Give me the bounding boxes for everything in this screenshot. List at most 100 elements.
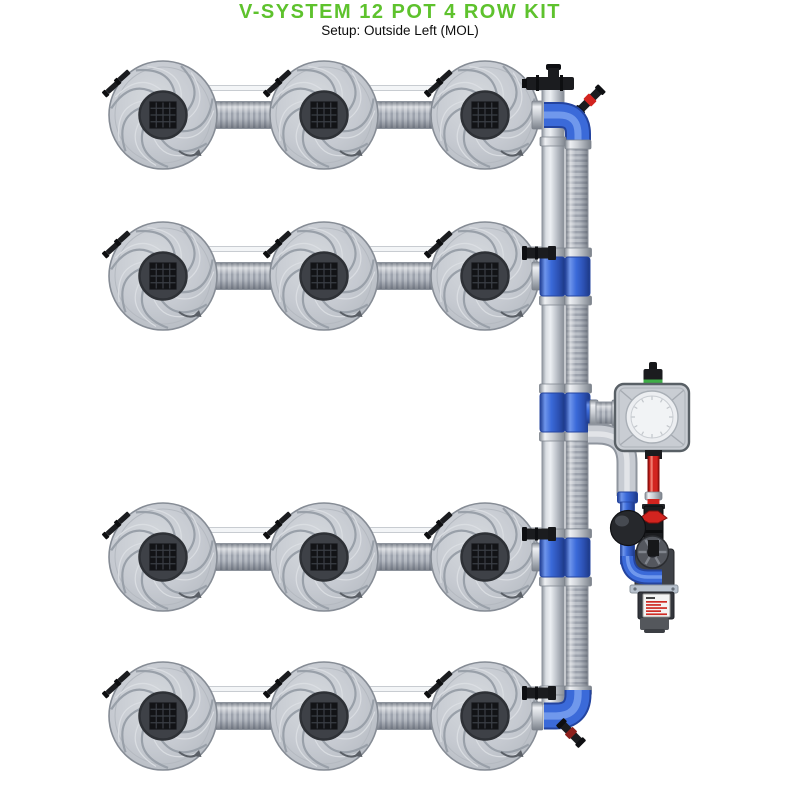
net-pot xyxy=(149,543,177,571)
junction-tee xyxy=(539,392,566,433)
ball-valve xyxy=(609,509,647,547)
net-pot xyxy=(149,262,177,290)
pipe-coupler xyxy=(539,295,567,306)
pot-drip-fitting-icon xyxy=(423,523,441,540)
drip-fitting-icon xyxy=(522,686,556,700)
diagram-header: V-SYSTEM 12 POT 4 ROW KIT Setup: Outside… xyxy=(0,2,800,39)
pot xyxy=(423,661,540,771)
tank-outlet xyxy=(645,450,662,459)
tank-cap xyxy=(643,369,663,382)
pot xyxy=(423,221,540,331)
pot-drip-fitting-icon xyxy=(262,682,280,699)
pot xyxy=(101,60,218,170)
pipe-coupler xyxy=(564,139,592,150)
pump-inlet xyxy=(648,540,659,556)
pot-drip-fitting-icon xyxy=(274,670,292,687)
manifold-top-tee xyxy=(526,77,574,90)
pot-drip-fitting-icon xyxy=(435,511,453,528)
pipe-coupler xyxy=(564,528,592,539)
junction-tee xyxy=(564,537,591,578)
pot-row xyxy=(101,661,557,771)
diagram-subtitle: Setup: Outside Left (MOL) xyxy=(321,23,479,38)
drip-valve-icon xyxy=(556,718,586,748)
pot-drip-fitting-icon xyxy=(262,81,280,98)
pot xyxy=(101,502,218,612)
pipe-coupler xyxy=(644,491,663,501)
pot-drip-fitting-icon xyxy=(423,682,441,699)
pot-drip-fitting-icon xyxy=(435,670,453,687)
net-pot xyxy=(310,702,338,730)
pot xyxy=(101,221,218,331)
pot-drip-fitting-icon xyxy=(113,230,131,247)
pot-drip-fitting-icon xyxy=(101,242,119,259)
pot-drip-fitting-icon xyxy=(274,230,292,247)
net-pot xyxy=(471,702,499,730)
pot-drip-fitting-icon xyxy=(101,81,119,98)
net-pot xyxy=(471,101,499,129)
tank-cap-band xyxy=(643,379,663,384)
pipe-coupler xyxy=(564,576,592,587)
junction-tee xyxy=(564,256,591,297)
manifold xyxy=(522,64,638,748)
pot xyxy=(101,661,218,771)
pot-drip-fitting-icon xyxy=(262,523,280,540)
net-pot xyxy=(310,543,338,571)
pot-drip-fitting-icon xyxy=(423,242,441,259)
pot-drip-fitting-icon xyxy=(101,682,119,699)
pot-row xyxy=(101,502,557,612)
pot-drip-fitting-icon xyxy=(101,523,119,540)
drip-fitting-icon xyxy=(522,246,556,260)
return-line xyxy=(609,491,662,585)
pot xyxy=(262,60,379,170)
tank-vent-icon xyxy=(649,362,657,371)
pot xyxy=(262,502,379,612)
pot-row xyxy=(101,60,557,170)
fill-drain-line xyxy=(639,456,668,545)
drip-fitting-icon xyxy=(522,527,556,541)
pipe-coupler xyxy=(564,383,592,394)
pot-drip-fitting-icon xyxy=(274,69,292,86)
pipe-coupler xyxy=(531,100,544,130)
net-pot xyxy=(471,543,499,571)
pot-drip-fitting-icon xyxy=(274,511,292,528)
blue-union xyxy=(617,491,638,504)
pot xyxy=(262,661,379,771)
net-pot xyxy=(310,262,338,290)
pipe-coupler xyxy=(539,383,567,394)
pot-drip-fitting-icon xyxy=(435,69,453,86)
pot-drip-fitting-icon xyxy=(435,230,453,247)
pot-drip-fitting-icon xyxy=(113,69,131,86)
net-pot xyxy=(149,101,177,129)
pipe-coupler xyxy=(564,431,592,442)
pot-drip-fitting-icon xyxy=(113,670,131,687)
pipe-coupler xyxy=(564,247,592,258)
reservoir xyxy=(613,362,691,462)
net-pot xyxy=(149,702,177,730)
pot xyxy=(423,502,540,612)
junction-tee xyxy=(539,537,566,578)
gate-valve-handle xyxy=(639,510,668,524)
pipe-coupler xyxy=(531,701,544,731)
pot-drip-fitting-icon xyxy=(423,81,441,98)
junction-tee xyxy=(539,256,566,297)
pot-drip-fitting-icon xyxy=(262,242,280,259)
pot-drip-fitting-icon xyxy=(113,511,131,528)
pipe-coupler xyxy=(539,431,567,442)
assembly xyxy=(101,60,691,771)
net-pot xyxy=(310,101,338,129)
net-pot xyxy=(471,262,499,290)
pump-base xyxy=(640,618,669,630)
pipe-coupler xyxy=(564,295,592,306)
pot xyxy=(262,221,379,331)
manifold-elbow xyxy=(544,102,591,144)
manifold-elbow xyxy=(544,690,592,730)
pipe-coupler xyxy=(539,136,567,147)
tank-bevel-lines xyxy=(619,389,685,446)
blue-elbow xyxy=(620,555,662,585)
pot-row xyxy=(101,221,557,331)
pipe-coupler xyxy=(539,576,567,587)
reservoir-feed-pipe xyxy=(595,401,615,425)
pot xyxy=(423,60,540,170)
